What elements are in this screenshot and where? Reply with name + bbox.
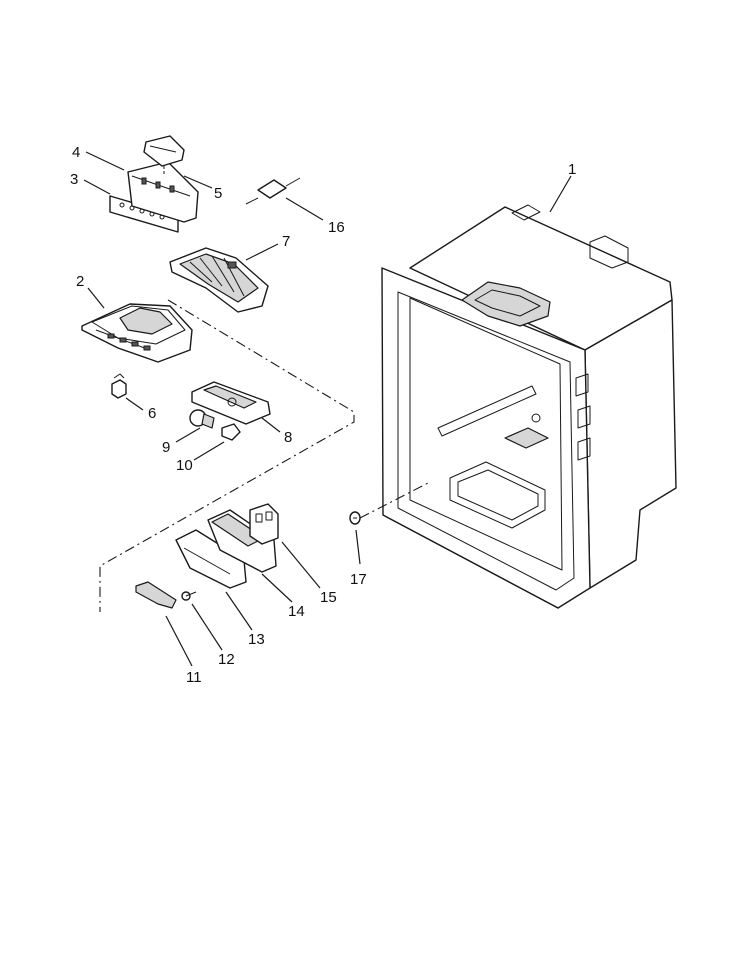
callout-6: 6: [148, 405, 156, 422]
callout-8: 8: [284, 429, 292, 446]
part-6-switch: [111, 373, 127, 399]
part-13-dispenser-cover: [175, 529, 247, 589]
part-5-connector: [143, 135, 185, 176]
part-10-socket: [221, 423, 241, 441]
part-7-grille-cover: [169, 247, 269, 313]
part-4-control-board: [127, 161, 199, 223]
callout-2: 2: [76, 273, 84, 290]
part-17-screw: [349, 511, 361, 525]
part-16-bushing: [245, 177, 301, 205]
assembly-outline-link: [359, 481, 431, 519]
callout-11: 11: [186, 669, 202, 686]
assembly-outline: [99, 299, 355, 612]
callout-9: 9: [162, 439, 170, 456]
callout-17: 17: [350, 571, 367, 588]
callout-10: 10: [176, 457, 193, 474]
callout-15: 15: [320, 589, 337, 606]
callout-12: 12: [218, 651, 235, 668]
part-15-solenoid: [249, 503, 279, 545]
part-11-lever: [135, 581, 177, 609]
callout-14: 14: [288, 603, 305, 620]
callouts: 1 2 3 4 5 6 7 8 9 10 11 12 13 14 15 16 1…: [70, 144, 576, 686]
part-8-socket-housing: [191, 381, 271, 425]
callout-3: 3: [70, 171, 78, 188]
callout-13: 13: [248, 631, 265, 648]
part-9-bulb: [189, 409, 215, 429]
callout-16: 16: [328, 219, 345, 236]
callout-4: 4: [72, 144, 80, 161]
callout-5: 5: [214, 185, 222, 202]
callout-7: 7: [282, 233, 290, 250]
leader-lines: [83, 151, 572, 667]
part-1-liner: [381, 204, 677, 609]
part-12-screw: [181, 591, 197, 601]
part-2-control-housing: [81, 303, 193, 363]
callout-1: 1: [568, 161, 576, 178]
